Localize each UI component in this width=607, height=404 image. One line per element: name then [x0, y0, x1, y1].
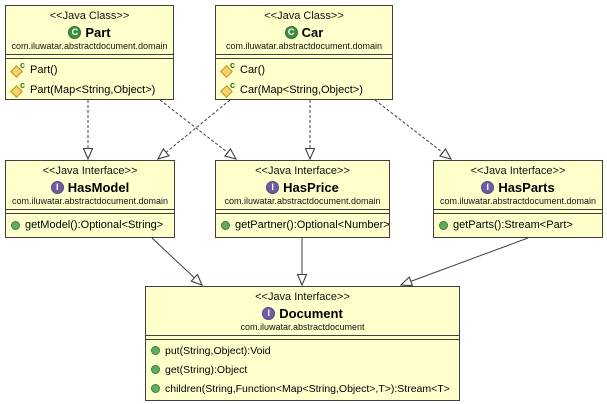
- member-label: getParts():Stream<Part>: [453, 219, 573, 231]
- attributes-compartment: [434, 209, 602, 214]
- interface-box-document[interactable]: <<Java Interface>> I Document com.iluwat…: [145, 286, 460, 401]
- stereotype-label: <<Java Interface>>: [255, 291, 350, 303]
- members-compartment: getPartner():Optional<Number>: [216, 214, 390, 236]
- member-label: get(String):Object: [165, 363, 248, 376]
- generalization-hasmodel-document: [151, 237, 204, 286]
- interface-name: HasPrice: [283, 179, 339, 195]
- member-row: getParts():Stream<Part>: [439, 215, 597, 235]
- interface-name: HasModel: [67, 179, 130, 195]
- interface-icon: I: [266, 180, 280, 194]
- member-row: put(String,Object):Void: [151, 341, 454, 360]
- member-label: children(String,Function<Map<String,Obje…: [165, 382, 450, 395]
- constructor-icon: c: [10, 80, 25, 98]
- class-icon: C: [284, 25, 298, 39]
- interface-name: HasParts: [498, 179, 555, 195]
- class-icon: C: [68, 25, 82, 39]
- public-method-icon: [151, 346, 160, 355]
- member-row: c Part(Map<String,Object>): [10, 80, 168, 100]
- interface-header: <<Java Interface>> I HasParts com.iluwat…: [434, 161, 602, 209]
- package-label: com.iluwatar.abstractdocument.domain: [439, 196, 597, 206]
- interface-header: <<Java Interface>> I HasPrice com.iluwat…: [216, 161, 389, 209]
- member-row: c Part(): [10, 60, 168, 80]
- member-label: Part(Map<String,Object>): [30, 84, 156, 96]
- attributes-compartment: [216, 54, 392, 59]
- member-row: get(String):Object: [151, 360, 454, 379]
- realization-part-hasprice: [159, 99, 238, 160]
- public-method-icon: [151, 384, 160, 393]
- interface-box-hasmodel[interactable]: <<Java Interface>> I HasModel com.iluwat…: [5, 160, 175, 238]
- class-box-part[interactable]: <<Java Class>> C Part com.iluwatar.abstr…: [5, 5, 174, 100]
- member-label: Part(): [30, 64, 58, 76]
- package-label: com.iluwatar.abstractdocument.domain: [224, 196, 381, 206]
- constructor-icon: c: [220, 80, 235, 98]
- class-name: Car: [301, 24, 324, 40]
- member-row: getPartner():Optional<Number>: [221, 215, 390, 235]
- members-compartment: c Part() c Part(Map<String,Object>): [6, 59, 173, 101]
- public-method-icon: [439, 220, 448, 230]
- package-label: com.iluwatar.abstractdocument: [240, 322, 365, 332]
- class-box-car[interactable]: <<Java Class>> C Car com.iluwatar.abstra…: [215, 5, 393, 100]
- attributes-compartment: [6, 209, 174, 214]
- member-row: getModel():Optional<String>: [11, 215, 169, 235]
- stereotype-label: <<Java Interface>>: [255, 165, 350, 177]
- public-method-icon: [11, 220, 20, 230]
- generalization-hasparts-document: [399, 237, 529, 287]
- member-row: c Car(Map<String,Object>): [220, 80, 387, 100]
- members-compartment: getParts():Stream<Part>: [434, 214, 602, 236]
- class-header: <<Java Class>> C Car com.iluwatar.abstra…: [216, 6, 392, 54]
- realization-car-hasmodel: [156, 99, 231, 160]
- attributes-compartment: [6, 54, 173, 59]
- constructor-icon: c: [220, 60, 235, 78]
- member-label: Car(): [240, 64, 266, 76]
- attributes-compartment: [216, 209, 389, 214]
- attributes-compartment: [146, 335, 459, 340]
- public-method-icon: [151, 365, 160, 374]
- realization-car-hasparts: [374, 99, 453, 160]
- interface-name: Document: [279, 305, 343, 321]
- interface-header: <<Java Interface>> I HasModel com.iluwat…: [6, 161, 174, 209]
- member-label: Car(Map<String,Object>): [240, 84, 363, 96]
- stereotype-label: <<Java Interface>>: [470, 165, 566, 177]
- members-compartment: getModel():Optional<String>: [6, 214, 174, 236]
- package-label: com.iluwatar.abstractdocument.domain: [11, 41, 168, 51]
- constructor-icon: c: [10, 60, 25, 78]
- interface-box-hasparts[interactable]: <<Java Interface>> I HasParts com.iluwat…: [433, 160, 603, 238]
- members-compartment: c Car() c Car(Map<String,Object>): [216, 59, 392, 101]
- stereotype-label: <<Java Class>>: [264, 10, 344, 22]
- class-header: <<Java Class>> C Part com.iluwatar.abstr…: [6, 6, 173, 54]
- member-row: children(String,Function<Map<String,Obje…: [151, 379, 454, 398]
- interface-box-hasprice[interactable]: <<Java Interface>> I HasPrice com.iluwat…: [215, 160, 390, 238]
- interface-icon: I: [50, 180, 64, 194]
- interface-icon: I: [262, 306, 276, 320]
- public-method-icon: [221, 220, 230, 230]
- package-label: com.iluwatar.abstractdocument.domain: [11, 196, 169, 206]
- stereotype-label: <<Java Interface>>: [42, 165, 138, 177]
- member-row: c Car(): [220, 60, 387, 80]
- member-label: put(String,Object):Void: [165, 344, 271, 357]
- stereotype-label: <<Java Class>>: [49, 10, 130, 22]
- members-compartment: put(String,Object):Void get(String):Obje…: [146, 340, 459, 399]
- interface-icon: I: [481, 180, 495, 194]
- interface-header: <<Java Interface>> I Document com.iluwat…: [146, 287, 459, 335]
- class-name: Part: [85, 24, 111, 40]
- member-label: getModel():Optional<String>: [25, 219, 164, 231]
- package-label: com.iluwatar.abstractdocument.domain: [225, 41, 383, 51]
- member-label: getPartner():Optional<Number>: [235, 219, 390, 231]
